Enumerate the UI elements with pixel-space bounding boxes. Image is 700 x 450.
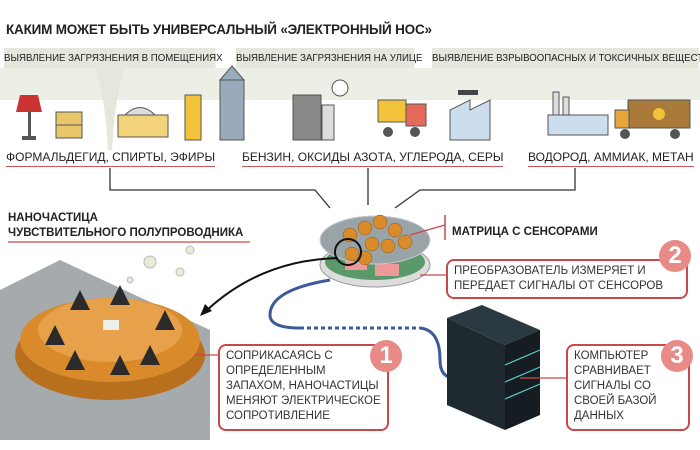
- sensor-matrix: [200, 214, 431, 316]
- tab-indoor: ВЫЯВЛЕНИЕ ЗАГРЯЗНЕНИЯ В ПОМЕЩЕНИЯХ: [4, 48, 223, 68]
- step-1-box: СОПРИКАСАЯСЬ С ОПРЕДЕЛЕННЫМ ЗАПАХОМ, НАН…: [218, 344, 389, 431]
- step-2-badge: 2: [659, 240, 691, 272]
- skyscraper-icon: [184, 65, 246, 141]
- nanoparticle-core: [103, 320, 119, 330]
- industrial-plant-icon: [547, 91, 609, 136]
- step-2-box: ПРЕОБРАЗОВАТЕЛЬ ИЗМЕРЯЕТ И ПЕРЕДАЕТ СИГН…: [446, 259, 688, 299]
- substances-hazardous: ВОДОРОД, АММИАК, МЕТАН: [528, 150, 694, 167]
- flow-arrows: [109, 168, 576, 209]
- magnifier-circle: [334, 238, 362, 266]
- tab-hazardous: ВЫЯВЛЕНИЕ ВЗРЫВООПАСНЫХ И ТОКСИЧНЫХ ВЕЩЕ…: [432, 48, 700, 68]
- category-band: [0, 68, 700, 100]
- nanoparticle-label: НАНОЧАСТИЦА: [8, 212, 98, 224]
- substances-outdoor: БЕНЗИН, ОКСИДЫ АЗОТА, УГЛЕРОДА, СЕРЫ: [242, 150, 504, 167]
- chip-icon: [375, 264, 399, 276]
- server-icon: [447, 305, 567, 430]
- step-1-badge: 1: [370, 340, 402, 372]
- nanoparticle-label-2: ЧУВСТВИТЕЛЬНОГО ПОЛУПРОВОДНИКА: [8, 227, 244, 239]
- substances-indoor: ФОРМАЛЬДЕГИД, СПИРТЫ, ЭФИРЫ: [6, 150, 216, 167]
- factory-icon: [449, 90, 491, 141]
- step-3-badge: 3: [661, 340, 693, 372]
- tanker-truck-icon: [614, 99, 691, 139]
- matrix-label: МАТРИЦА С СЕНСОРАМИ: [452, 226, 598, 238]
- nanoparticle-device: [0, 245, 220, 440]
- bed-icon: [117, 107, 169, 138]
- nightstand-icon: [55, 111, 83, 139]
- lamp-icon: [16, 95, 42, 140]
- city-building-icon: [292, 79, 349, 141]
- tab-outdoor: ВЫЯВЛЕНИЕ ЗАГРЯЗНЕНИЯ НА УЛИЦЕ: [236, 48, 422, 68]
- cement-truck-icon: [377, 99, 427, 137]
- page-title: КАКИМ МОЖЕТ БЫТЬ УНИВЕРСАЛЬНЫЙ «ЭЛЕКТРОН…: [6, 22, 432, 37]
- band-divider: [95, 68, 125, 150]
